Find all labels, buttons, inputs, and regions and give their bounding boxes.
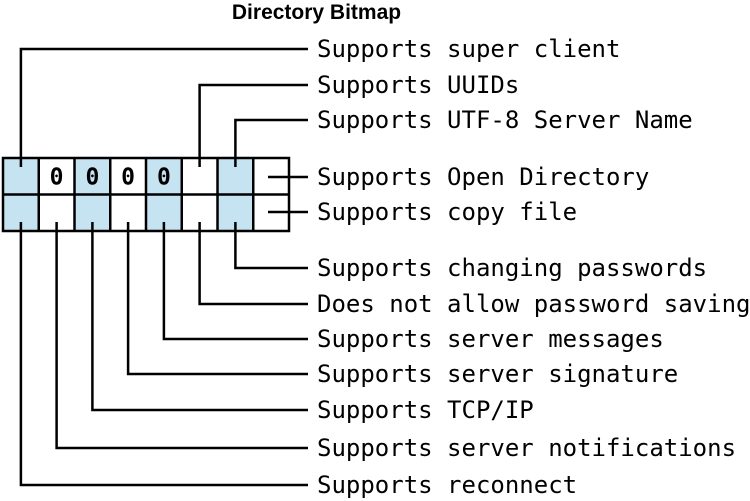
label-supports-reconnect: Supports reconnect — [317, 471, 578, 499]
label-supports-open-directory: Supports Open Directory — [317, 163, 650, 191]
connector-password-saving — [198, 222, 308, 306]
label-supports-server-signature: Supports server signature — [317, 360, 679, 388]
label-supports-tcp-ip: Supports TCP/IP — [317, 396, 534, 424]
label-supports-utf8-server-name: Supports UTF-8 Server Name — [317, 106, 693, 134]
connector-server-signature — [126, 222, 308, 376]
connector-changing-passwords — [234, 222, 308, 270]
bit-value-cell3: 0 — [121, 165, 135, 191]
connector-uuids — [198, 83, 308, 167]
label-supports-server-notifications: Supports server notifications — [317, 434, 737, 462]
bit-value-cell1: 0 — [50, 165, 64, 191]
diagram-title: Directory Bitmap — [231, 1, 402, 24]
connector-utf8-server-name — [234, 118, 308, 167]
label-supports-uuids: Supports UUIDs — [317, 71, 520, 99]
label-supports-copy-file: Supports copy file — [317, 198, 578, 226]
bit-value-cell4: 0 — [157, 165, 171, 191]
connector-tcp-ip — [91, 222, 308, 412]
connector-super-client — [19, 47, 308, 167]
connector-server-messages — [162, 222, 308, 341]
bitmap-grid — [1, 156, 291, 233]
bit-values: 0 0 0 0 — [50, 165, 171, 191]
connector-server-notifications — [55, 222, 308, 450]
connector-lines — [19, 47, 308, 487]
bit-value-cell2: 0 — [85, 165, 99, 191]
connector-reconnect — [19, 222, 308, 487]
label-does-not-allow-password-saving: Does not allow password saving — [317, 290, 750, 318]
label-supports-changing-passwords: Supports changing passwords — [317, 254, 708, 282]
label-supports-server-messages: Supports server messages — [317, 325, 664, 353]
label-supports-super-client: Supports super client — [317, 35, 621, 63]
